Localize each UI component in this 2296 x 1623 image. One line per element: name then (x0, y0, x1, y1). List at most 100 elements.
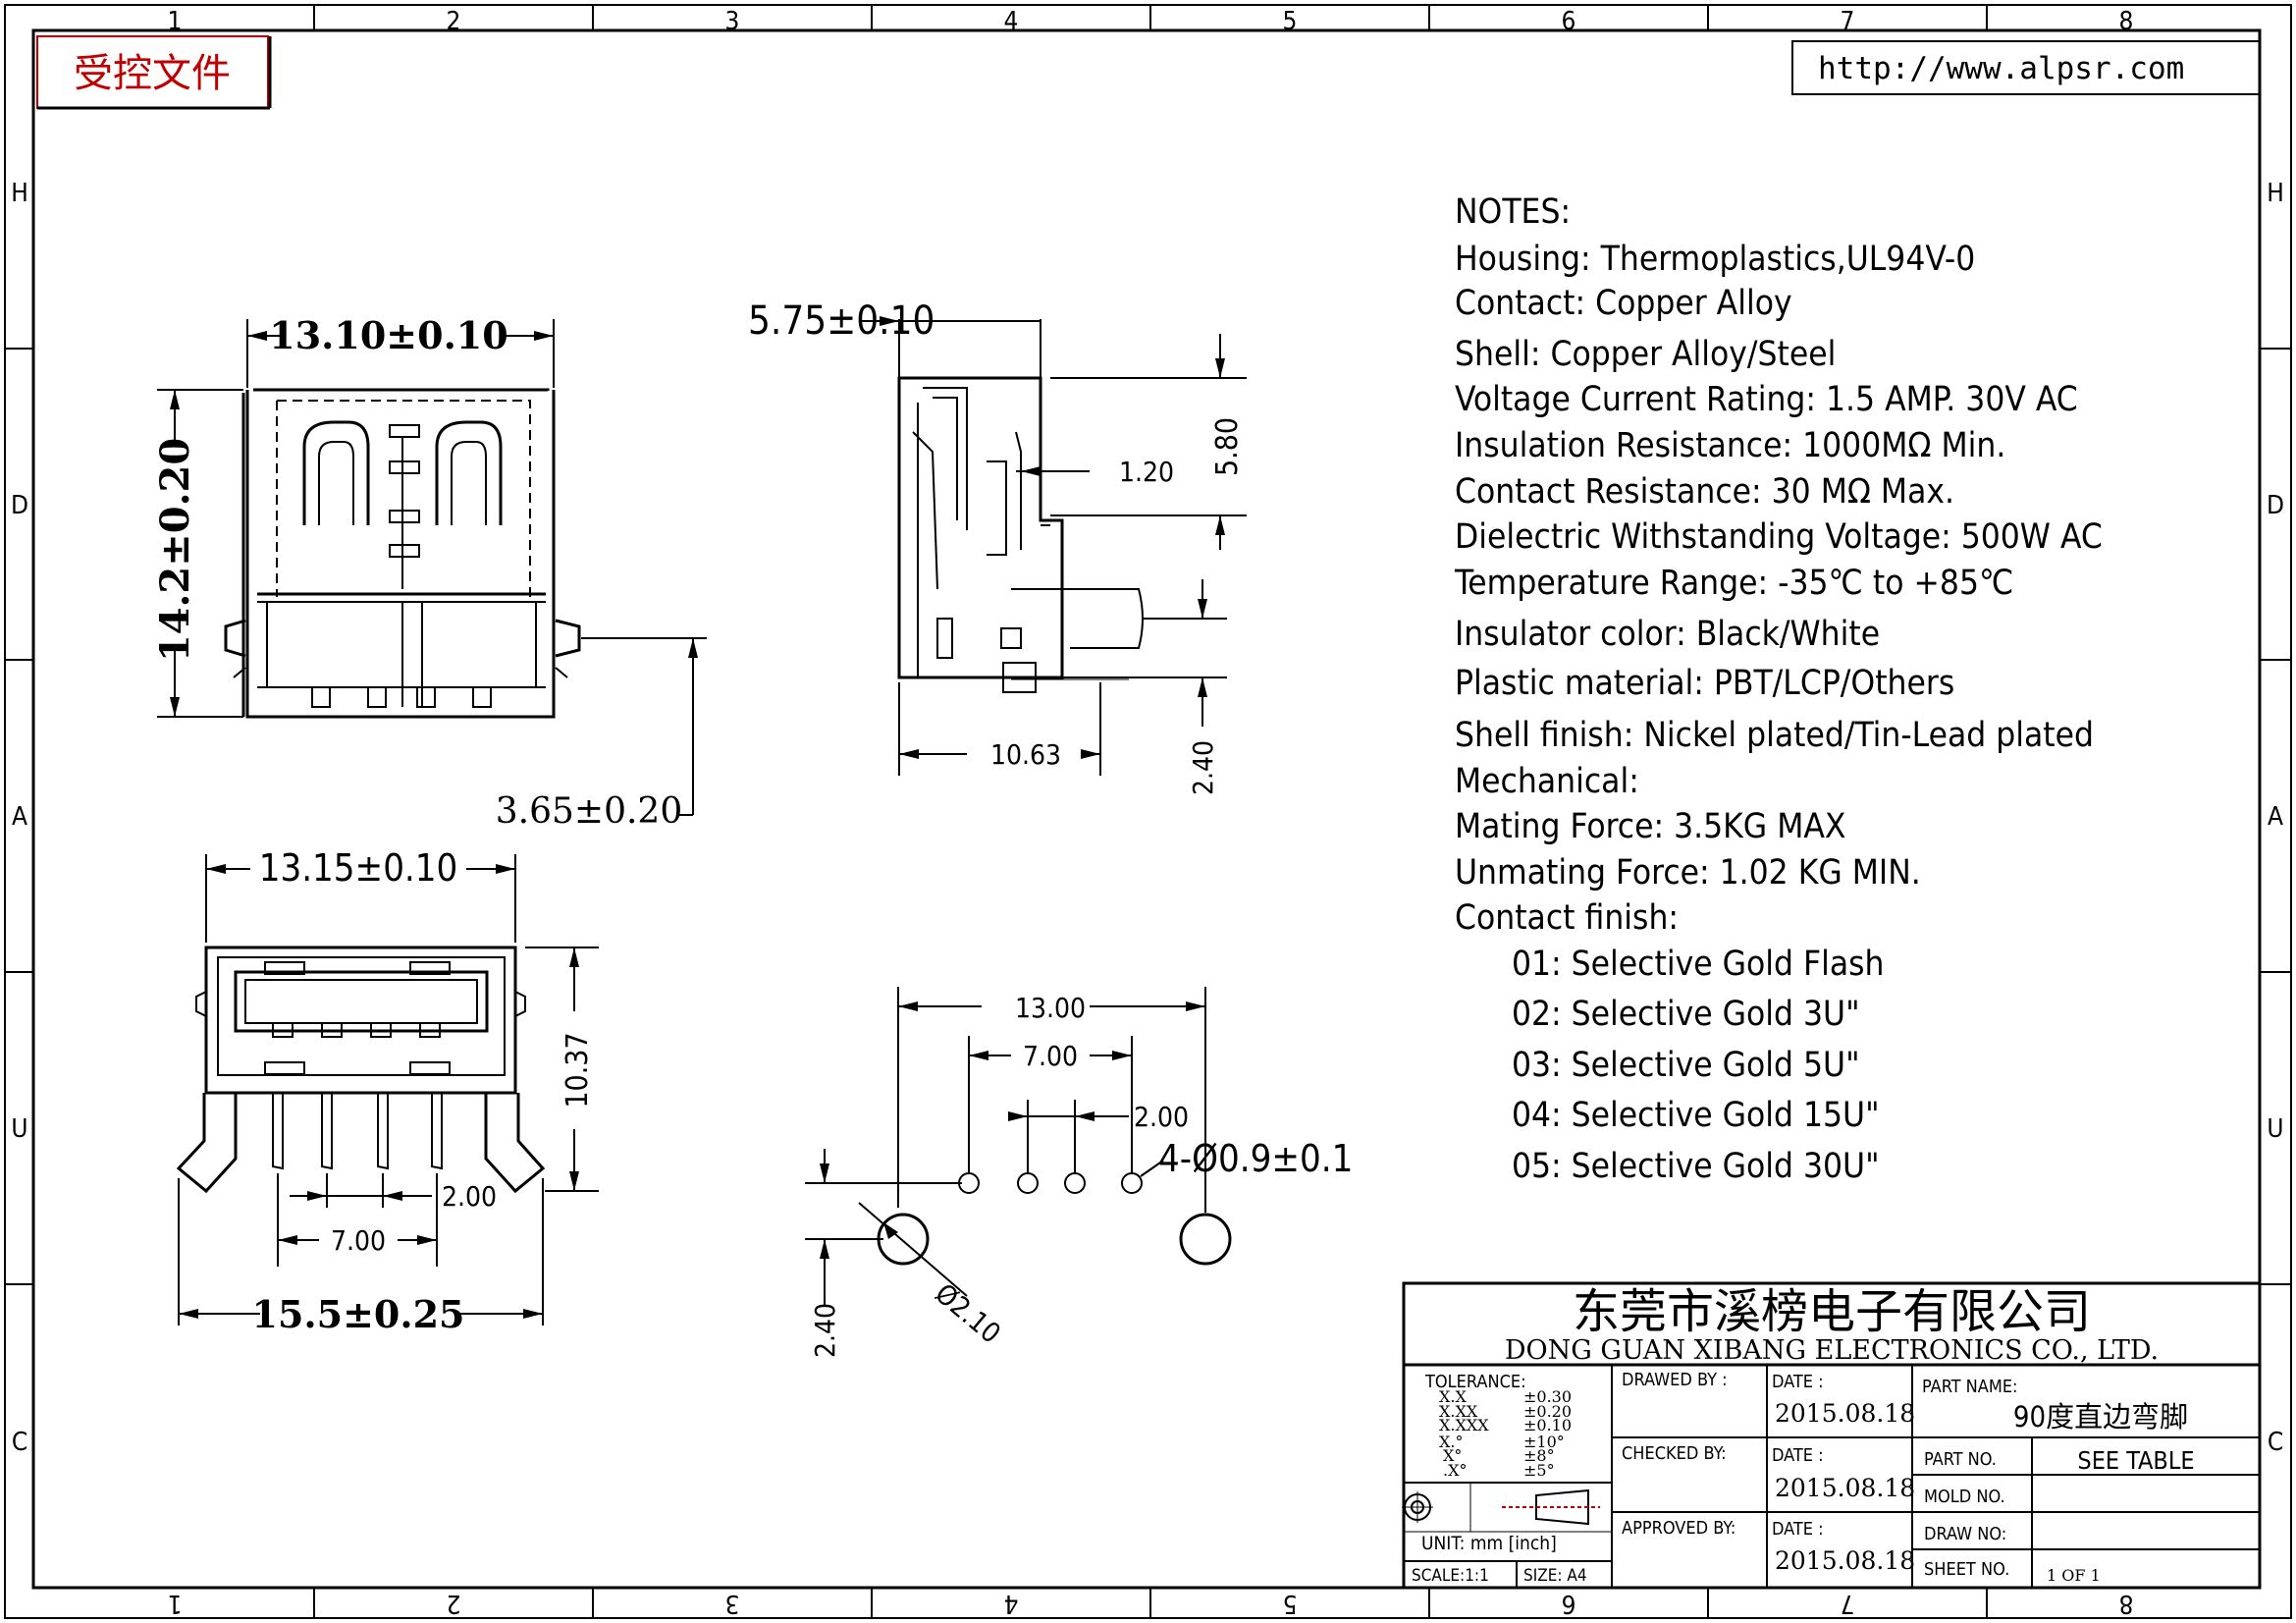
grid-col-label: 4 (1004, 7, 1019, 36)
note-line: Voltage Current Rating: 1.5 AMP. 30V AC (1455, 380, 2078, 419)
size-label: SIZE: A4 (1523, 1566, 1587, 1586)
grid-col-label: 4 (1004, 1589, 1019, 1618)
grid-row-label: H (11, 179, 28, 208)
website-box: http://www.alpsr.com (1791, 40, 2261, 95)
tol-val: ±0.30 (1523, 1387, 1572, 1406)
part-name-label: PART NAME: (1922, 1377, 2018, 1397)
controlled-document-stamp: 受控文件 (36, 35, 272, 110)
grid-col-label: 8 (2119, 7, 2134, 36)
note-line: 02: Selective Gold 3U" (1512, 995, 1860, 1034)
title-block: 东莞市溪榜电子有限公司 DONG GUAN XIBANG ELECTRONICS… (1402, 1281, 2262, 1590)
dim-side-1063: 10.63 (990, 738, 1061, 771)
front-view: 13.15±0.10 10.37 2.00 7.00 15.5±0.25 (176, 846, 599, 1336)
note-line: Insulator color: Black/White (1455, 615, 1880, 654)
note-line: Contact finish: (1455, 898, 1679, 938)
grid-col-label: 2 (447, 1589, 461, 1618)
top-view: 13.10±0.10 14.2±0.20 3.65±0.20 (152, 313, 707, 832)
notes-block: NOTES: Housing: Thermoplastics,UL94V-0 C… (1454, 192, 2103, 1186)
dim-front-span: 7.00 (331, 1224, 386, 1257)
note-line: Temperature Range: -35℃ to +85℃ (1454, 564, 2013, 603)
grid-col-label: 5 (1283, 1589, 1298, 1618)
approved-by-label: APPROVED BY: (1622, 1518, 1735, 1539)
stamp-text: 受控文件 (74, 51, 231, 96)
mold-no-label: MOLD NO. (1924, 1487, 2005, 1507)
note-line: 01: Selective Gold Flash (1512, 945, 1885, 984)
tol-val: ±0.10 (1523, 1416, 1572, 1434)
tol-val: ±8° (1523, 1446, 1555, 1465)
grid-col-label: 7 (1841, 1589, 1855, 1618)
grid-col-label: 7 (1841, 7, 1855, 36)
grid-row-label: C (12, 1428, 27, 1457)
company-name-en: DONG GUAN XIBANG ELECTRONICS CO., LTD. (1505, 1335, 2159, 1366)
note-line: Contact: Copper Alloy (1455, 284, 1792, 323)
tol-key: X.X (1439, 1387, 1467, 1406)
grid-row-label: A (2268, 802, 2283, 832)
dim-pcb-700: 7.00 (1023, 1040, 1078, 1072)
pcb-footprint-view: 13.00 7.00 2.00 4-Ø0.9±0.1 2.40 Ø2.10 (805, 987, 1353, 1358)
note-line: Mechanical: (1455, 762, 1639, 801)
dim-side-580: 5.80 (1210, 417, 1245, 476)
checked-by-label: CHECKED BY: (1622, 1443, 1727, 1464)
tol-key: X.° (1439, 1433, 1463, 1451)
company-name-cn: 东莞市溪榜电子有限公司 (1573, 1284, 2091, 1339)
tol-key: X° (1443, 1446, 1462, 1465)
grid-col-label: 6 (1562, 1589, 1576, 1618)
tol-val: ±5° (1523, 1461, 1555, 1480)
note-line: Plastic material: PBT/LCP/Others (1455, 664, 1954, 703)
unit-label: UNIT: mm [inch] (1421, 1533, 1557, 1554)
date-label: DATE : (1772, 1372, 1824, 1392)
tolerance-label: TOLERANCE: (1424, 1372, 1526, 1392)
dim-front-width: 13.15±0.10 (259, 846, 458, 890)
tol-val: ±10° (1523, 1433, 1565, 1451)
grid-row-label: A (12, 802, 27, 832)
dim-side-width: 5.75±0.10 (748, 298, 934, 344)
date-approved: 2015.08.18 (1775, 1546, 1915, 1575)
projection-symbol-icon (1402, 1488, 1600, 1526)
note-line: Shell finish: Nickel plated/Tin-Lead pla… (1455, 716, 2094, 755)
date-checked: 2015.08.18 (1775, 1474, 1915, 1502)
part-no-value: SEE TABLE (2077, 1446, 2194, 1475)
note-line: 05: Selective Gold 30U" (1512, 1147, 1880, 1186)
tol-key: .X° (1443, 1461, 1467, 1480)
dim-pcb-200: 2.00 (1134, 1101, 1189, 1133)
dim-pcb-holes: 4-Ø0.9±0.1 (1158, 1137, 1353, 1180)
grid-row-label: U (11, 1114, 27, 1144)
part-no-label: PART NO. (1924, 1449, 1997, 1470)
draw-no-label: DRAW NO: (1924, 1524, 2006, 1544)
dim-side-240: 2.40 (1187, 740, 1219, 795)
grid-row-label: C (2268, 1428, 2283, 1457)
tol-val: ±0.20 (1523, 1402, 1572, 1421)
dim-pcb-240: 2.40 (809, 1303, 841, 1358)
note-line: NOTES: (1455, 192, 1571, 232)
date-label: DATE : (1772, 1445, 1824, 1466)
sheet-no-label: SHEET NO. (1924, 1559, 2009, 1580)
note-line: Housing: Thermoplastics,UL94V-0 (1455, 240, 1975, 279)
note-line: 03: Selective Gold 5U" (1512, 1046, 1860, 1085)
part-name-value: 90度直边弯脚 (2013, 1400, 2188, 1434)
drawn-by-label: DRAWED BY : (1622, 1370, 1728, 1390)
grid-col-label: 3 (725, 1589, 740, 1618)
grid-col-label: 8 (2119, 1589, 2134, 1618)
drawing-frame: 1 2 3 4 5 6 7 8 1 2 3 4 5 6 7 8 H D A U … (4, 4, 2292, 1619)
tol-key: X.XXX (1439, 1416, 1489, 1434)
note-line: 04: Selective Gold 15U" (1512, 1096, 1880, 1135)
grid-row-label: D (2267, 491, 2284, 520)
tol-key: X.XX (1439, 1402, 1478, 1421)
note-line: Contact Resistance: 30 MΩ Max. (1455, 472, 1954, 512)
dim-front-pitch: 2.00 (442, 1180, 497, 1213)
grid-col-label: 1 (168, 7, 183, 36)
grid-row-label: H (2267, 179, 2284, 208)
note-line: Insulation Resistance: 1000MΩ Min. (1455, 426, 2005, 465)
date-label: DATE : (1772, 1519, 1824, 1540)
dim-front-height: 10.37 (561, 1032, 595, 1108)
grid-col-label: 6 (1562, 7, 1576, 36)
grid-col-label: 2 (447, 7, 461, 36)
grid-col-label: 3 (725, 7, 740, 36)
note-line: Mating Force: 3.5KG MAX (1455, 807, 1845, 846)
website-url: http://www.alpsr.com (1818, 51, 2184, 86)
note-line: Dielectric Withstanding Voltage: 500W AC (1455, 517, 2103, 557)
dim-top-width: 13.10±0.10 (269, 313, 507, 357)
note-line: Shell: Copper Alloy/Steel (1455, 335, 1836, 374)
grid-row-label: U (2267, 1114, 2283, 1144)
